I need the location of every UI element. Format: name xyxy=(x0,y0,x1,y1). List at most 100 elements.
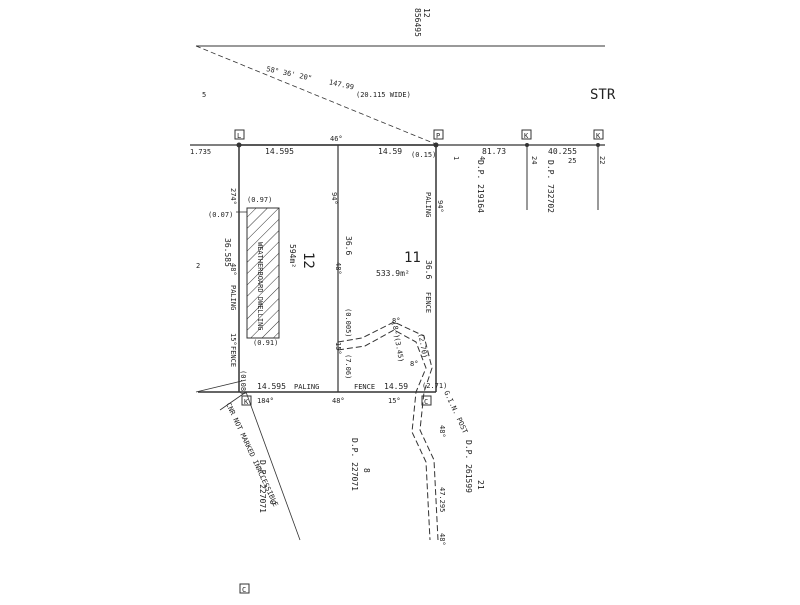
lot11-label-group: 11 533.9m² xyxy=(376,250,421,278)
marker-bottom-edge xyxy=(239,583,250,594)
marker-right-1 xyxy=(521,129,532,140)
marker-top-right xyxy=(433,129,444,140)
dividing-line-depth: 36.6 (0.005) (7.06) xyxy=(344,236,353,379)
easement-4: (2.70) xyxy=(416,333,428,359)
easement-line-a xyxy=(337,321,439,541)
lot9-dp: D.P. 227071 xyxy=(258,460,267,513)
street-bearing: 58° 36' 20" xyxy=(266,65,313,82)
street-bearing-group: 58° 36' 20" 147.99 xyxy=(266,65,355,91)
angle-48-mid: 48° xyxy=(334,262,342,275)
lot11-top-width: 14.59 xyxy=(378,147,402,156)
right-dp1: D.P. 219164 xyxy=(476,160,485,213)
angle-48-left: 48° xyxy=(229,263,237,276)
angle-48-bottom-right: 48° xyxy=(438,533,446,546)
corner-peg-ne xyxy=(433,142,439,148)
marker-bottom-left-label: K xyxy=(244,398,249,406)
easement-2: (0.005) xyxy=(344,308,352,338)
right-lot24: 24 xyxy=(530,156,538,164)
top-left-partial: 5 xyxy=(202,91,206,99)
right-dp1-group: D.P. 219164 xyxy=(476,160,485,213)
top-lot-label: 12 856495 xyxy=(413,8,431,37)
lot8-number: 8 xyxy=(362,468,371,473)
angle-94: 94° xyxy=(330,192,338,205)
lot12-left-dims: 274° 36.585 48° PALING 15° FENCE (0.08) xyxy=(223,188,247,395)
dp-lower-right-group: D.P. 261599 21 xyxy=(464,440,485,493)
lot12-offset-left: (0.07) xyxy=(208,211,233,219)
lot21-number: 21 xyxy=(476,480,485,490)
street-diagonal-line xyxy=(195,45,439,146)
lot12-left-depth: 36.585 xyxy=(223,238,232,267)
angle-8b: 8° xyxy=(410,360,418,368)
lot11-bottom-width: 14.59 xyxy=(384,382,408,391)
bottom-fence: FENCE xyxy=(354,383,375,391)
marker-right-2 xyxy=(593,129,604,140)
angle-48-lower-right: 48° xyxy=(438,425,446,438)
lot-dividing-depth: 36.6 xyxy=(344,236,353,255)
right-easement-dims: 48° 47.295 48° xyxy=(438,425,446,546)
lot9-label-group: D.P. 227071 9 xyxy=(258,460,277,513)
street-name-partial: STR xyxy=(590,87,616,103)
corner-diagonal-1 xyxy=(195,379,247,393)
marker-bottom-right-label: C xyxy=(424,398,428,406)
corner-peg-nw xyxy=(236,142,242,148)
lot9-boundary xyxy=(245,391,301,541)
lot12-area: 594m² xyxy=(288,244,297,268)
dp-lower-right: D.P. 261599 xyxy=(464,440,473,493)
lot12-left-fence-2: FENCE xyxy=(229,346,237,367)
lot8-label-group: D.P. 227071 8 xyxy=(350,438,371,491)
easement-1: (7.06) xyxy=(344,354,352,379)
lot2-number: 2 xyxy=(196,262,200,270)
corner-peg-right-1 xyxy=(525,143,529,147)
lot12-top-width: 14.595 xyxy=(265,147,294,156)
lot11-corner-offset: (0.15) xyxy=(411,151,436,159)
marker-bottom-left xyxy=(241,395,252,406)
marker-top-left xyxy=(234,129,245,140)
top-lot-number: 12 xyxy=(422,8,431,18)
lot11-number: 11 xyxy=(404,250,421,266)
dwelling-label-group: WEATHERBOARD DWELLING xyxy=(256,242,264,331)
right-lot22: 22 xyxy=(598,156,606,164)
dim-left-partial: 1.735 xyxy=(190,148,211,156)
lot11-right-fence-1: PALING xyxy=(424,192,432,217)
dwelling-footprint xyxy=(246,207,280,339)
angle-15-bottom: 15° xyxy=(388,397,401,405)
top-lot-dp: 856495 xyxy=(413,8,422,37)
angle-94-right: 94° xyxy=(436,200,444,213)
lot12-bottom-width: 14.595 xyxy=(257,382,286,391)
easement-line-b xyxy=(337,329,431,541)
easement-bearing: (8~) xyxy=(390,321,401,339)
angle-15-mid: 15° xyxy=(334,342,342,355)
right-lot1: 1 xyxy=(452,156,460,160)
dividing-line-dims: 94° 48° 15° xyxy=(330,192,342,355)
angle-46: 46° xyxy=(330,135,343,143)
lot12-left-fence: PALING xyxy=(229,285,237,310)
easement-5: (2.71) xyxy=(422,382,447,390)
bottom-paling: PALING xyxy=(294,383,319,391)
lot12-offset-bottom: (0.91) xyxy=(253,339,278,347)
angle-184: 184° xyxy=(257,397,274,405)
easement-3: (3.45) xyxy=(393,337,405,363)
bottom-left-offset: (0.08) xyxy=(239,370,247,395)
right-dp2-group: D.P. 732702 xyxy=(546,160,555,213)
marker-top-left-label: L xyxy=(237,132,241,140)
dim-8173: 81.73 xyxy=(482,147,506,156)
street-distance: 147.99 xyxy=(328,78,354,91)
marker-right-1-label: K xyxy=(524,132,529,140)
lot11-area: 533.9m² xyxy=(376,269,410,278)
corner-peg-right-2 xyxy=(596,143,600,147)
lot11-right-fence-2: FENCE xyxy=(424,292,432,313)
angle-274: 274° xyxy=(229,188,237,205)
dwelling-label: WEATHERBOARD DWELLING xyxy=(256,242,264,331)
lot12-offset-top: (0.97) xyxy=(247,196,272,204)
corner-note-group: CNR NOT MARKED INACCESSIBLE xyxy=(224,401,279,508)
lot12-number: 12 xyxy=(300,252,316,269)
angle-15-left: 15° xyxy=(229,333,237,346)
road-width: (20.115 WIDE) xyxy=(356,91,411,99)
corner-note: CNR NOT MARKED INACCESSIBLE xyxy=(224,401,279,508)
marker-top-right-label: P xyxy=(436,132,440,140)
marker-bottom-right xyxy=(421,395,432,406)
corner-diagonal-2 xyxy=(219,391,247,411)
right-dp2: D.P. 732702 xyxy=(546,160,555,213)
